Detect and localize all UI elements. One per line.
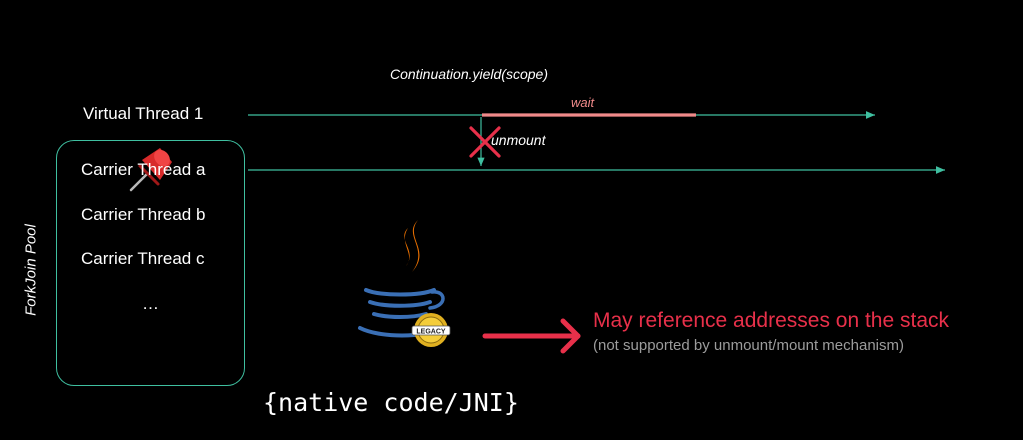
virtual-thread-label: Virtual Thread 1 bbox=[83, 104, 204, 123]
java-cup-icon: LEGACY bbox=[358, 220, 451, 347]
warning-message: May reference addresses on the stack bbox=[593, 309, 950, 332]
yield-call-label: Continuation.yield(scope) bbox=[390, 66, 548, 82]
forkjoin-pool-box bbox=[56, 140, 245, 386]
pushpin-icon bbox=[129, 148, 172, 192]
warning-note: (not supported by unmount/mount mechanis… bbox=[593, 337, 904, 354]
wait-label: wait bbox=[571, 95, 595, 110]
more-threads-ellipsis: … bbox=[142, 294, 159, 313]
unmount-label: unmount bbox=[491, 132, 546, 148]
forkjoin-pool-label: ForkJoin Pool bbox=[22, 224, 40, 316]
legacy-badge-text: LEGACY bbox=[416, 329, 446, 336]
native-code-label: {native code/JNI} bbox=[263, 388, 519, 417]
cross-icon bbox=[469, 126, 501, 158]
arrow-right-icon bbox=[482, 318, 581, 354]
carrier-thread-c: Carrier Thread c bbox=[81, 249, 205, 268]
carrier-thread-b: Carrier Thread b bbox=[81, 205, 206, 224]
carrier-thread-a: Carrier Thread a bbox=[81, 160, 206, 179]
